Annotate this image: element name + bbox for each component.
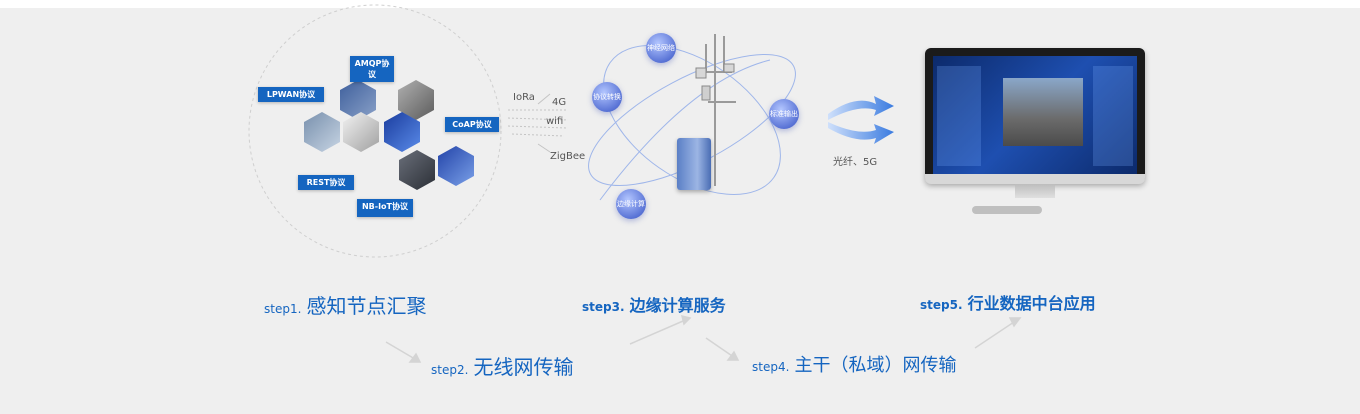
step-5-title: 行业数据中台应用 — [967, 294, 1096, 313]
monitor-base — [972, 206, 1042, 214]
monitor-display — [933, 56, 1137, 174]
bubble-neural-network: 神经网络 — [646, 33, 676, 63]
step-1: step1. 感知节点汇聚 — [264, 290, 427, 319]
step-5-label: step5. — [920, 298, 963, 312]
step-2-label: step2. — [431, 363, 469, 377]
monitor-chin — [925, 174, 1145, 184]
step-2: step2. 无线网传输 — [431, 351, 574, 380]
network-label-wifi: wifi — [546, 116, 564, 127]
step-3-title: 边缘计算服务 — [629, 296, 726, 315]
step-3-label: step3. — [582, 300, 625, 314]
display-panel-left — [937, 66, 981, 166]
top-strip — [0, 0, 1360, 8]
dashed-circle — [248, 4, 502, 258]
monitor-stand — [1015, 184, 1055, 198]
bubble-edge-computing: 边缘计算 — [616, 189, 646, 219]
protocol-coap: CoAP协议 — [445, 117, 499, 132]
step-1-label: step1. — [264, 302, 302, 316]
network-label-4g: 4G — [552, 97, 567, 108]
protocol-amqp: AMQP协议 — [350, 56, 394, 82]
step-1-title: 感知节点汇聚 — [306, 294, 427, 318]
sensor-hex-drone — [399, 150, 435, 190]
step-3: step3. 边缘计算服务 — [582, 292, 726, 316]
step-2-title: 无线网传输 — [473, 355, 574, 379]
network-label-iora: IoRa — [513, 92, 535, 103]
bubble-protocol-conversion: 协议转换 — [592, 82, 622, 112]
network-lines — [508, 93, 569, 153]
sensor-hex-device — [438, 146, 474, 186]
bubble-standard-output: 标准输出 — [769, 99, 799, 129]
monitor — [925, 48, 1145, 198]
display-video-feed — [1003, 78, 1083, 146]
step-4: step4. 主干（私域）网传输 — [752, 351, 957, 377]
step-5: step5. 行业数据中台应用 — [920, 290, 1096, 314]
transmission-label: 光纤、5G — [833, 157, 878, 168]
network-label-zigbee: ZigBee — [550, 151, 586, 162]
display-panel-right — [1093, 66, 1133, 166]
protocol-lpwan: LPWAN协议 — [258, 87, 324, 102]
step-4-label: step4. — [752, 360, 790, 374]
protocol-nbiot: NB-IoT协议 — [357, 199, 413, 217]
protocol-rest: REST协议 — [298, 175, 354, 190]
step-4-title: 主干（私域）网传输 — [794, 355, 957, 376]
edge-cabinet — [677, 138, 711, 190]
transmission-arrows-icon — [828, 96, 894, 144]
sensor-cluster — [246, 2, 504, 260]
edge-tower-icon — [695, 34, 736, 186]
